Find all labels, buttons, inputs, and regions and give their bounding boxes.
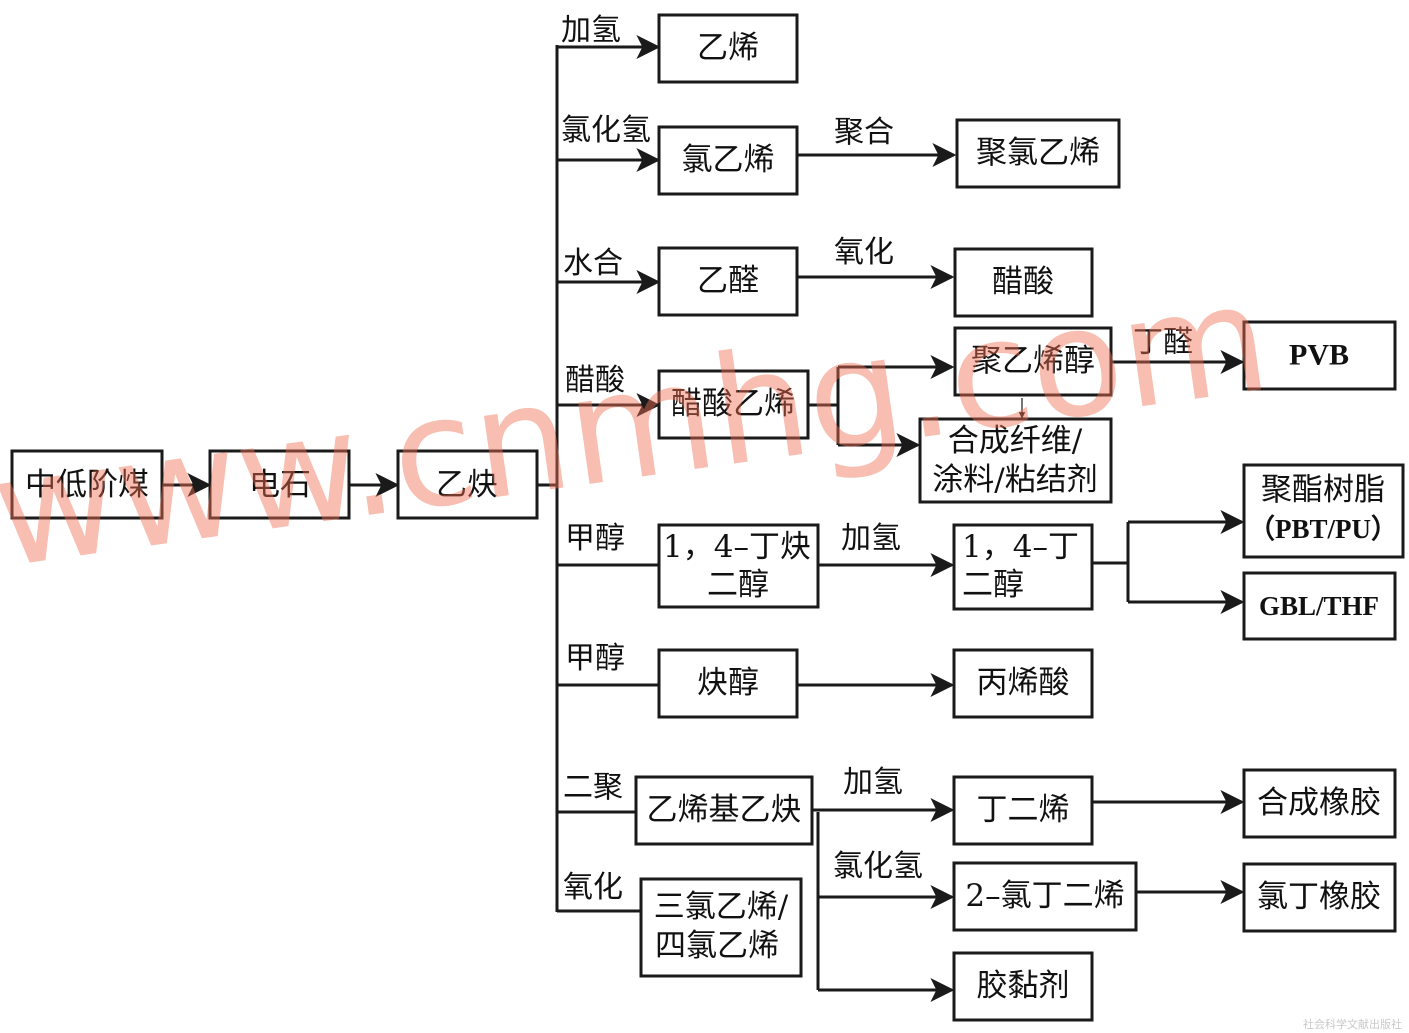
label-acetic-acid-reagent: 醋酸 — [565, 363, 625, 398]
node-acetaldehyde-label: 乙醛 — [697, 263, 759, 299]
node-adhesive: 胶黏剂 — [952, 951, 1094, 1022]
label-hydrogen-chloride-1: 氯化氢 — [561, 113, 651, 148]
label-dimerization: 二聚 — [563, 770, 623, 805]
label-butyraldehyde: 丁醛 — [1133, 325, 1193, 360]
node-propargyl-alcohol-label: 炔醇 — [697, 665, 759, 701]
label-methanol-1: 甲醇 — [565, 521, 625, 556]
node-ethylene-label: 乙烯 — [697, 30, 759, 66]
node-pvb-label: PVB — [1289, 339, 1349, 372]
node-chloroethylenes: 三氯乙烯/ 四氯乙烯 — [639, 877, 803, 978]
edge-labels: 加氢 氯化氢 聚合 水合 氧化 醋酸 丁醛 甲醇 加氢 甲醇 二聚 加氢 氯化氢… — [561, 13, 1193, 905]
node-chloroprene-rubber-label: 氯丁橡胶 — [1257, 879, 1381, 915]
node-pva: 聚乙烯醇 — [953, 326, 1113, 397]
label-hydrogenation-3: 加氢 — [843, 765, 903, 800]
label-oxidation-1: 氧化 — [834, 235, 894, 270]
node-chloroethylenes-label-line1: 三氯乙烯/ — [654, 889, 789, 925]
node-coal-label: 中低阶煤 — [25, 467, 149, 503]
node-adhesive-label: 胶黏剂 — [977, 968, 1070, 1004]
label-oxidation-2: 氧化 — [563, 870, 623, 905]
node-butanediol: 1，4–丁 二醇 — [952, 523, 1094, 611]
publisher-credit: 社会科学文献出版社 — [1303, 1017, 1402, 1031]
node-synthetic-rubber-label: 合成橡胶 — [1257, 785, 1381, 821]
node-pvb: PVB — [1242, 320, 1397, 391]
node-polyester-label-line1: 聚酯树脂 — [1261, 472, 1385, 508]
label-hydrogen-chloride-2: 氯化氢 — [833, 849, 923, 884]
node-vinylacetylene-label: 乙烯基乙炔 — [647, 792, 802, 828]
node-butynediol: 1，4–丁炔 二醇 — [657, 523, 820, 609]
nodes: 中低阶煤 电石 乙炔 乙烯 氯乙烯 聚氯乙烯 乙醛 — [10, 13, 1405, 1022]
node-vinyl-chloride-label: 氯乙烯 — [682, 142, 775, 178]
node-fiber-coating-binder: 合成纤维/ 涂料/粘结剂 — [918, 417, 1113, 504]
node-butadiene: 丁二烯 — [952, 775, 1094, 846]
node-coal: 中低阶煤 — [10, 449, 164, 520]
node-vinyl-acetate-label: 醋酸乙烯 — [671, 386, 795, 422]
node-butadiene-label: 丁二烯 — [977, 792, 1070, 828]
label-hydration: 水合 — [563, 246, 623, 281]
node-butanediol-label-line1: 1，4–丁 — [962, 529, 1079, 565]
node-acrylic-acid-label: 丙烯酸 — [977, 665, 1070, 701]
node-fiber-label-line1: 合成纤维/ — [948, 423, 1083, 459]
node-vinyl-acetate: 醋酸乙烯 — [657, 369, 810, 440]
node-butynediol-label-line1: 1，4–丁炔 — [663, 529, 811, 565]
label-hydrogenation-1: 加氢 — [561, 13, 621, 48]
node-ethylene: 乙烯 — [657, 13, 799, 84]
edges — [162, 35, 1245, 1002]
node-chloroprene-label: 2–氯丁二烯 — [965, 878, 1124, 914]
node-pvc-label: 聚氯乙烯 — [976, 135, 1100, 171]
node-pva-label: 聚乙烯醇 — [971, 343, 1095, 379]
node-acetylene-label: 乙炔 — [436, 467, 498, 503]
node-polyester-resin: 聚酯树脂 （PBT/PU） — [1242, 463, 1405, 559]
node-carbide: 电石 — [208, 449, 351, 520]
node-acrylic-acid: 丙烯酸 — [952, 648, 1094, 719]
node-acetylene: 乙炔 — [396, 449, 539, 520]
node-acetaldehyde: 乙醛 — [657, 246, 799, 317]
node-gbl-thf: GBL/THF — [1242, 571, 1397, 641]
node-chloroprene-rubber: 氯丁橡胶 — [1242, 862, 1397, 933]
node-chloroprene: 2–氯丁二烯 — [952, 861, 1138, 932]
node-polyester-label-line2: （PBT/PU） — [1248, 514, 1398, 544]
node-fiber-label-line2: 涂料/粘结剂 — [932, 462, 1097, 498]
label-polymerization: 聚合 — [834, 115, 894, 150]
node-carbide-label: 电石 — [249, 467, 311, 503]
node-gbl-thf-label: GBL/THF — [1259, 591, 1379, 621]
node-acetic-acid: 醋酸 — [953, 247, 1094, 318]
label-methanol-2: 甲醇 — [565, 641, 625, 676]
node-chloroethylenes-label-line2: 四氯乙烯 — [655, 928, 779, 964]
node-pvc: 聚氯乙烯 — [955, 118, 1121, 189]
label-hydrogenation-2: 加氢 — [841, 521, 901, 556]
node-vinylacetylene: 乙烯基乙炔 — [634, 775, 814, 846]
node-propargyl-alcohol: 炔醇 — [657, 648, 799, 719]
node-butynediol-label-line2: 二醇 — [707, 567, 769, 603]
node-vinyl-chloride: 氯乙烯 — [657, 125, 799, 196]
node-synthetic-rubber: 合成橡胶 — [1242, 768, 1397, 839]
node-acetic-acid-label: 醋酸 — [992, 264, 1054, 300]
node-butanediol-label-line2: 二醇 — [962, 567, 1024, 603]
